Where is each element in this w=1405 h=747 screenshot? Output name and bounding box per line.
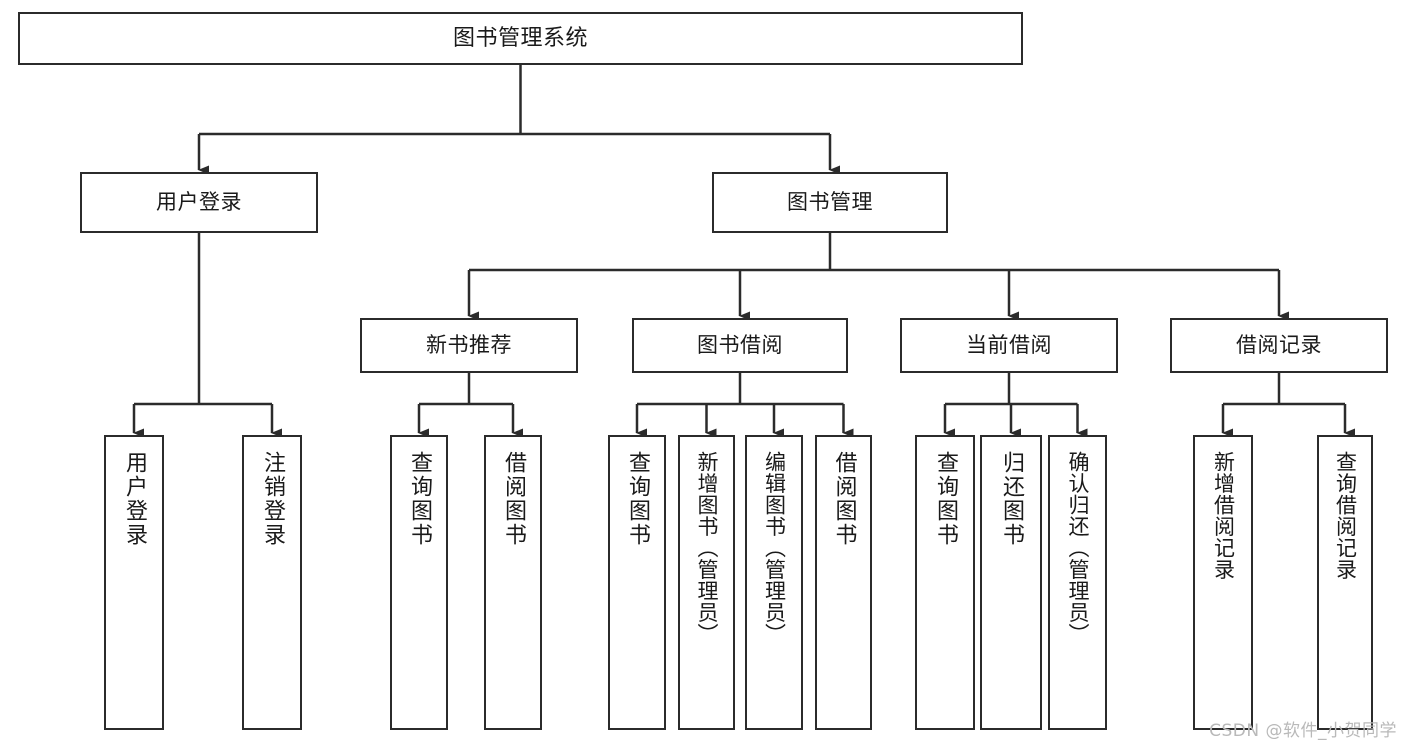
node-label-leaf-logout: 注销登录 [260,451,285,547]
node-records[interactable]: 借阅记录 [1170,318,1388,373]
node-leaf-cur-query[interactable]: 查询图书 [915,435,975,730]
node-label-bookmgmt: 图书管理 [787,190,873,215]
node-label-current: 当前借阅 [966,333,1052,358]
node-leaf-rec-add[interactable]: 新增借阅记录 [1193,435,1253,730]
node-leaf-cur-confirm[interactable]: 确认归还（管理员） [1048,435,1107,730]
node-leaf-bw-query[interactable]: 查询图书 [608,435,666,730]
node-label-leaf-cur-confirm: 确认归还（管理员） [1066,451,1090,645]
node-bookmgmt[interactable]: 图书管理 [712,172,948,233]
node-label-leaf-nb-borrow: 借阅图书 [501,451,526,547]
node-label-leaf-login: 用户登录 [122,451,147,547]
node-label-records: 借阅记录 [1236,333,1322,358]
node-root[interactable]: 图书管理系统 [18,12,1023,65]
node-label-leaf-cur-return: 归还图书 [999,451,1024,547]
node-label-leaf-bw-edit: 编辑图书（管理员） [762,451,787,645]
node-label-borrow: 图书借阅 [697,333,783,358]
node-label-leaf-nb-query: 查询图书 [407,451,432,547]
node-leaf-nb-borrow[interactable]: 借阅图书 [484,435,542,730]
node-login[interactable]: 用户登录 [80,172,318,233]
node-leaf-nb-query[interactable]: 查询图书 [390,435,448,730]
node-leaf-logout[interactable]: 注销登录 [242,435,302,730]
node-leaf-bw-borrow[interactable]: 借阅图书 [815,435,872,730]
node-label-leaf-bw-add: 新增图书（管理员） [695,451,719,645]
node-leaf-rec-query[interactable]: 查询借阅记录 [1317,435,1373,730]
node-label-login: 用户登录 [156,190,242,215]
node-label-leaf-bw-query: 查询图书 [625,451,650,547]
node-leaf-login[interactable]: 用户登录 [104,435,164,730]
node-label-leaf-cur-query: 查询图书 [933,451,958,547]
node-label-newbook: 新书推荐 [426,333,512,358]
node-current[interactable]: 当前借阅 [900,318,1118,373]
node-leaf-cur-return[interactable]: 归还图书 [980,435,1042,730]
node-borrow[interactable]: 图书借阅 [632,318,848,373]
node-label-leaf-rec-add: 新增借阅记录 [1211,451,1236,580]
node-newbook[interactable]: 新书推荐 [360,318,578,373]
node-leaf-bw-add[interactable]: 新增图书（管理员） [678,435,735,730]
node-leaf-bw-edit[interactable]: 编辑图书（管理员） [745,435,803,730]
node-label-leaf-rec-query: 查询借阅记录 [1333,451,1358,580]
node-label-root: 图书管理系统 [452,25,588,51]
node-label-leaf-bw-borrow: 借阅图书 [831,451,857,547]
edge-layer [132,65,1355,438]
